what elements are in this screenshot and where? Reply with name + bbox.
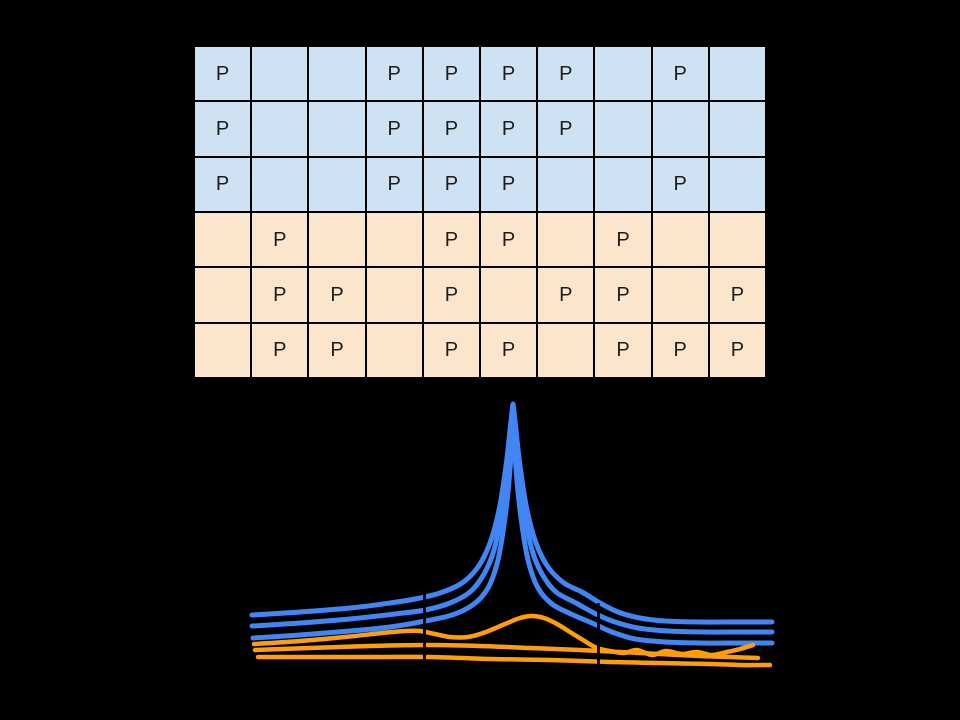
grid-cell <box>252 102 308 156</box>
grid-cell: P <box>538 47 594 101</box>
cell-p-label: P <box>215 62 230 85</box>
cell-p-label: P <box>730 339 745 362</box>
grid-cell: P <box>366 102 422 156</box>
grid-cell <box>309 102 365 156</box>
cell-p-label: P <box>559 62 573 85</box>
grid-cell <box>252 157 308 211</box>
grid-cell: P <box>195 102 251 156</box>
cell-p-label: P <box>330 283 344 306</box>
grid-cell: P <box>652 157 708 211</box>
cell-p-label: P <box>444 117 459 140</box>
grid-cell: P <box>481 102 537 156</box>
grid-cell: P <box>423 268 479 322</box>
grid-cell: P <box>309 268 365 322</box>
cell-p-label: P <box>501 173 516 196</box>
grid-cell: P <box>709 323 765 377</box>
grid-cell <box>709 102 765 156</box>
cell-p-label: P <box>215 117 230 140</box>
grid-cell <box>309 212 365 267</box>
cell-p-label: P <box>444 173 459 196</box>
grid-cell: P <box>481 212 537 267</box>
grid-cell: P <box>709 268 765 322</box>
grid-cell <box>652 212 708 267</box>
grid-cell <box>709 47 765 101</box>
cell-p-label: P <box>501 228 516 251</box>
grid-cell <box>481 268 537 322</box>
grid-cell <box>709 212 765 267</box>
cell-p-label: P <box>501 117 516 140</box>
grid-cell: P <box>595 323 651 377</box>
cell-p-label: P <box>444 62 459 85</box>
cell-p-label: P <box>559 283 573 306</box>
cell-p-label: P <box>501 339 516 362</box>
cell-p-label: P <box>559 117 573 140</box>
grid-cell: P <box>423 102 479 156</box>
orange-flat-2-curve <box>255 654 773 668</box>
cell-p-label: P <box>501 62 516 85</box>
grid-cell <box>309 47 365 101</box>
grid-cell: P <box>423 157 479 211</box>
cell-p-label: P <box>730 283 745 306</box>
grid-cell <box>195 212 251 267</box>
grid-cell <box>538 157 594 211</box>
grid-cell: P <box>595 268 651 322</box>
grid-cell: P <box>652 323 708 377</box>
token-grid: P P P P P P P P P P P P P P P P P P P P P P P P P P P P P P P P P <box>195 47 765 377</box>
grid-cell: P <box>481 323 537 377</box>
grid-cell <box>652 268 708 322</box>
cell-p-label: P <box>616 228 630 251</box>
grid-cell: P <box>366 47 422 101</box>
grid-cell <box>595 47 651 101</box>
grid-cell: P <box>195 157 251 211</box>
grid-cell: P <box>423 212 479 267</box>
grid-cell: P <box>366 157 422 211</box>
grid-cell <box>538 212 594 267</box>
cell-p-label: P <box>387 173 401 196</box>
grid-cell <box>195 323 251 377</box>
grid-cell <box>366 268 422 322</box>
grid-cell <box>252 47 308 101</box>
cell-p-label: P <box>444 283 459 306</box>
grid-cell: P <box>652 47 708 101</box>
grid-cell: P <box>252 323 308 377</box>
grid-cell: P <box>195 47 251 101</box>
grid-cell: P <box>423 323 479 377</box>
cell-p-label: P <box>616 283 630 306</box>
cell-p-label: P <box>673 62 687 85</box>
cell-p-label: P <box>387 117 401 140</box>
cell-p-label: P <box>444 339 459 362</box>
cell-p-label: P <box>273 228 287 251</box>
cell-p-label: P <box>215 173 230 196</box>
grid-cell: P <box>595 212 651 267</box>
orange-flat-1-curve <box>252 642 761 661</box>
blue-peak-3-curve <box>250 424 775 646</box>
cell-p-label: P <box>673 173 687 196</box>
cell-p-label: P <box>673 339 687 362</box>
grid-cell <box>366 323 422 377</box>
grid-cell <box>309 157 365 211</box>
grid-cell <box>709 157 765 211</box>
grid-cell <box>652 102 708 156</box>
grid-cell: P <box>252 268 308 322</box>
grid-cell <box>595 102 651 156</box>
cell-p-label: P <box>616 339 630 362</box>
grid-cell: P <box>252 212 308 267</box>
cell-p-label: P <box>330 339 344 362</box>
grid-cell <box>366 212 422 267</box>
grid-cell: P <box>481 157 537 211</box>
grid-cell: P <box>538 268 594 322</box>
grid-cell: P <box>309 323 365 377</box>
grid-cell <box>195 268 251 322</box>
cell-p-label: P <box>444 228 459 251</box>
grid-cell: P <box>423 47 479 101</box>
grid-cell <box>595 157 651 211</box>
cell-p-label: P <box>387 62 401 85</box>
cell-p-label: P <box>273 339 287 362</box>
cell-p-label: P <box>273 283 287 306</box>
grid-cell <box>538 323 594 377</box>
grid-cell: P <box>481 47 537 101</box>
blue-peak-1-curve <box>249 401 775 625</box>
grid-cell: P <box>538 102 594 156</box>
